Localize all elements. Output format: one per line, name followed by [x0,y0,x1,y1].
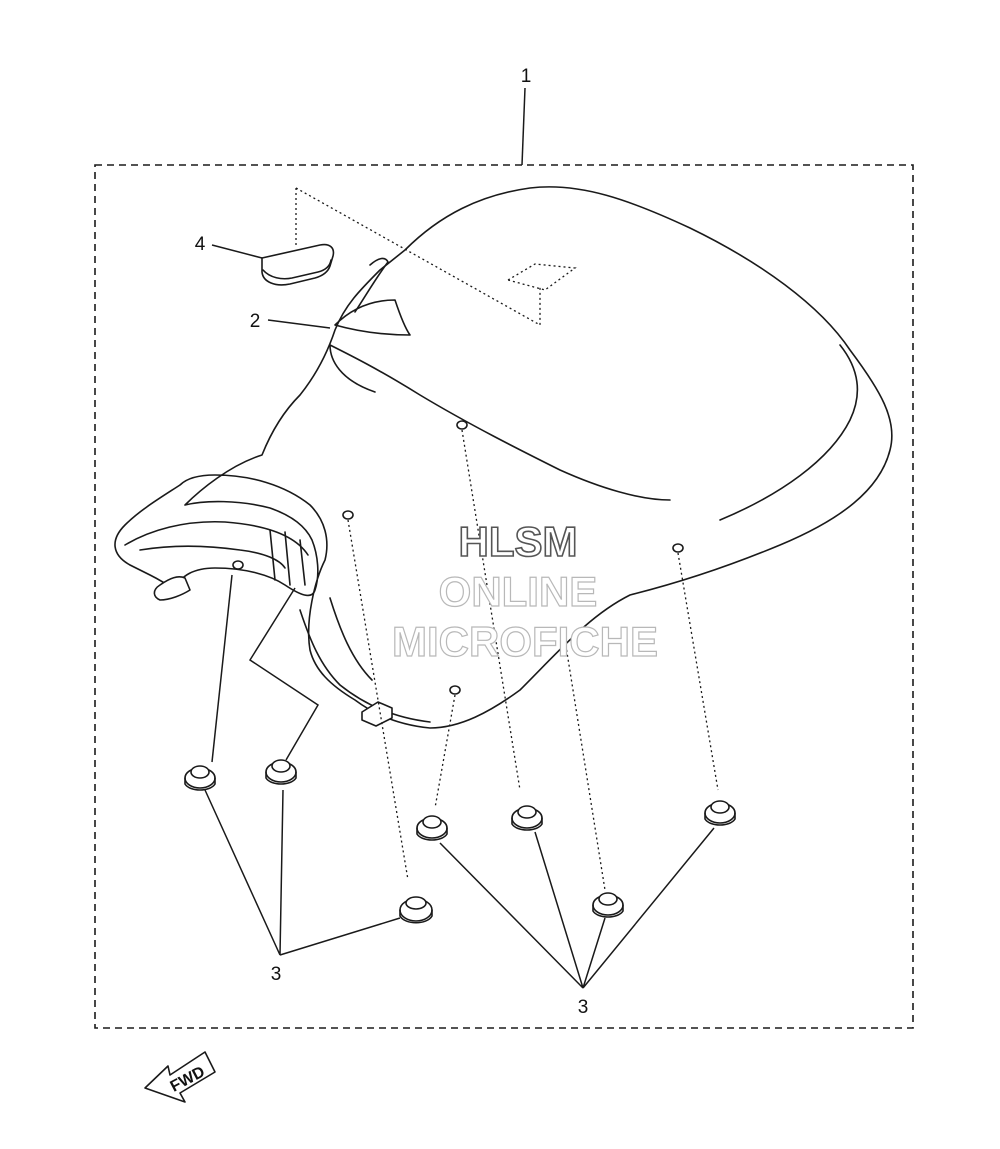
grommet-group-right [416,800,736,989]
grommet [416,815,448,841]
grommet [399,896,433,924]
grommet-group-left [184,574,433,956]
callout-part-3-left: 3 [271,964,282,985]
grommet [592,892,624,918]
callout-part-1: 1 [521,66,532,87]
part-4-label [261,243,335,286]
label-position-indicator [295,187,577,327]
grommet [704,800,736,826]
callout-part-4: 4 [195,234,206,255]
leader-part-4 [211,244,263,259]
grommet [265,759,297,785]
callout-part-2: 2 [250,311,261,332]
fwd-arrow-icon: FWD [144,1051,216,1103]
callout-part-3-right: 3 [578,997,589,1018]
watermark: HLSM ONLINE MICROFICHE [391,517,658,665]
grommet [184,765,216,791]
mount-guides [232,420,719,891]
watermark-line-3: MICROFICHE [392,618,658,665]
seat-assembly [114,186,893,729]
leader-part-2 [267,319,331,329]
watermark-line-1: HLSM [459,518,578,565]
assembly-boundary [94,164,914,1029]
grommet [511,805,543,831]
leader-part-1 [521,87,526,166]
watermark-line-2: ONLINE [439,568,598,615]
